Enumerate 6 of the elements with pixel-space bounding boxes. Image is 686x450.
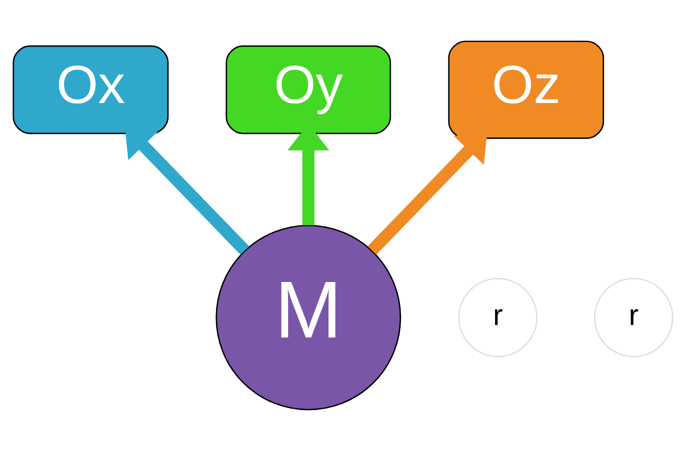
node-box: Ox [12,44,169,134]
node-circle: r [594,277,674,357]
node-box: Oz [448,40,604,138]
node-circle: r [458,277,538,357]
node-circle: M [216,224,402,410]
node-box: Oy [226,44,392,134]
